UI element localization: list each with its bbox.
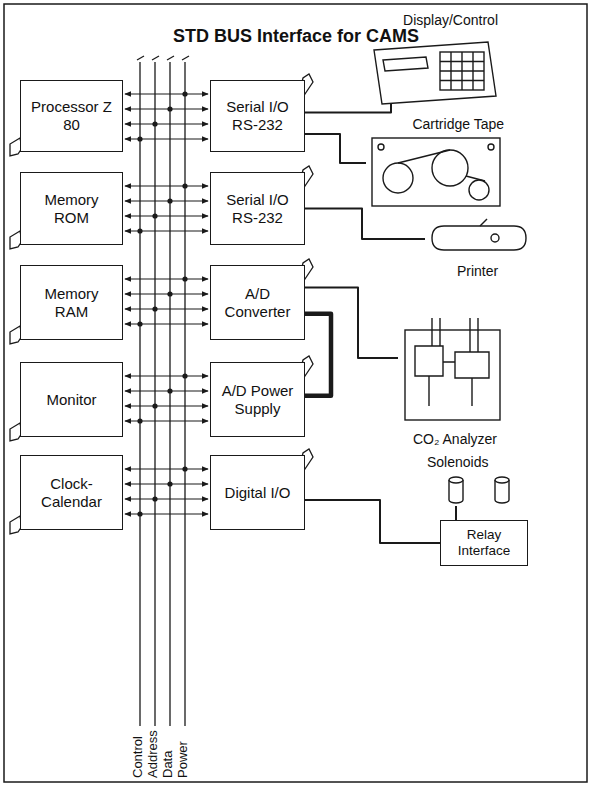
- cartridge-tape: [372, 138, 500, 206]
- junction-dot: [167, 106, 172, 111]
- junction-dot: [152, 121, 157, 126]
- display-terminal: [374, 42, 496, 104]
- junction-dot: [167, 388, 172, 393]
- node-label: Monitor: [46, 391, 96, 409]
- bus-line: [154, 62, 155, 726]
- device: Printer: [425, 222, 530, 280]
- bus-card: Memory ROM: [20, 172, 123, 245]
- bus-line: [139, 62, 140, 726]
- bus-card: Clock-Calendar: [20, 455, 123, 530]
- junction-dot: [137, 228, 142, 233]
- bus-connection: [125, 375, 208, 376]
- cable: [455, 506, 457, 520]
- printer: [432, 219, 526, 250]
- frame: [4, 4, 587, 782]
- junction-dot: [182, 276, 187, 281]
- device: CO₂ Analyzer: [398, 318, 512, 448]
- junction-dot: [167, 481, 172, 486]
- node-label: Serial I/O RS-232: [217, 98, 299, 134]
- bus-label: Address: [146, 728, 160, 780]
- bus-end: [167, 56, 174, 60]
- node-label: Processor Z 80: [31, 98, 113, 134]
- bus-connection: [125, 293, 208, 294]
- junction-dot: [152, 213, 157, 218]
- bus-connection: [125, 185, 208, 186]
- node-label: Relay Interface: [449, 527, 519, 559]
- bus-label: Power: [176, 739, 190, 780]
- junction-dot: [182, 183, 187, 188]
- node-label: CO₂ Analyzer: [411, 431, 499, 448]
- junction-dot: [137, 418, 142, 423]
- bus-connection: [125, 390, 208, 391]
- bus-connection: [125, 215, 208, 216]
- bus-end: [152, 56, 159, 60]
- device: Display/Control: [366, 12, 500, 104]
- junction-dot: [137, 511, 142, 516]
- bus-connection: [125, 405, 208, 406]
- node-label: A/D Converter: [217, 285, 299, 321]
- node-label: Clock-Calendar: [31, 475, 113, 511]
- cable: [305, 209, 425, 240]
- bus-card: Digital I/O: [210, 455, 305, 530]
- junction-dot: [152, 403, 157, 408]
- device: Cartridge Tape: [366, 116, 506, 210]
- node-label: Serial I/O RS-232: [217, 191, 299, 227]
- bus-card: Memory RAM: [20, 265, 123, 340]
- bus-connection: [125, 200, 208, 201]
- junction-dot: [167, 291, 172, 296]
- bus-card: A/D Power Supply: [210, 362, 305, 437]
- solenoid-symbol: [449, 477, 509, 503]
- bus-connection: [125, 278, 208, 279]
- node-label: Digital I/O: [225, 484, 291, 502]
- bus-card: Relay Interface: [440, 520, 528, 566]
- junction-dot: [182, 466, 187, 471]
- bus-label: Control: [131, 734, 145, 780]
- bus-connection: [125, 93, 208, 94]
- bus-card: A/D Converter: [210, 265, 305, 340]
- junction-dot: [137, 321, 142, 326]
- bus-line: [184, 62, 185, 726]
- junction-dot: [182, 91, 187, 96]
- junction-dot: [152, 496, 157, 501]
- bus-connection: [125, 123, 208, 124]
- junction-dot: [137, 136, 142, 141]
- junction-dot: [167, 198, 172, 203]
- node-label: Cartridge Tape: [410, 116, 506, 133]
- node-label: Solenoids: [425, 454, 491, 471]
- node-label: Display/Control: [401, 12, 500, 29]
- bus-card: Serial I/O RS-232: [210, 172, 305, 245]
- cable: [305, 288, 398, 359]
- node-label: A/D Power Supply: [217, 382, 299, 418]
- bus-card: Monitor: [20, 362, 123, 437]
- bus-card: Serial I/O RS-232: [210, 80, 305, 152]
- node-label: Printer: [455, 263, 500, 280]
- bus-label: Data: [161, 749, 175, 780]
- node-label: Memory RAM: [31, 285, 113, 321]
- bus-end: [137, 56, 144, 60]
- device: Solenoids: [425, 454, 535, 506]
- cable: [305, 500, 440, 543]
- bus-connection: [125, 468, 208, 469]
- bus-connection: [125, 498, 208, 499]
- bus-connection: [125, 308, 208, 309]
- bus-card: Processor Z 80: [20, 80, 123, 152]
- junction-dot: [152, 306, 157, 311]
- junction-dot: [182, 373, 187, 378]
- cable: [305, 314, 331, 396]
- bus-end: [182, 56, 189, 60]
- cable: [305, 104, 391, 112]
- co2-analyzer: [405, 318, 500, 420]
- node-label: Memory ROM: [31, 191, 113, 227]
- bus-line: [169, 62, 170, 726]
- cable: [305, 134, 366, 163]
- bus-connection: [125, 108, 208, 109]
- title: STD BUS Interface for CAMS: [0, 26, 592, 47]
- bus-connection: [125, 483, 208, 484]
